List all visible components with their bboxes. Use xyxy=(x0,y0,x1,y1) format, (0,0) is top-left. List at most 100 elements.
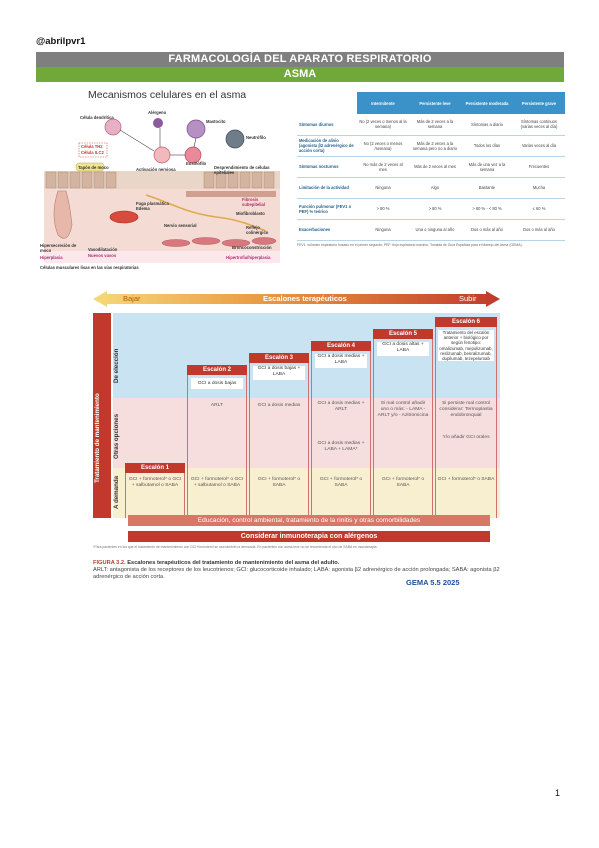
step-header: Escalón 2 xyxy=(187,365,247,375)
zone-label-other: Otras opciones xyxy=(113,413,120,459)
label-mucus-hyper: Hipersecreción de moco xyxy=(40,243,77,253)
step-choice-cell: GCI a dosis altas + LABA xyxy=(377,342,429,356)
table-cell: Ninguna xyxy=(357,177,409,199)
step-demand-cell: GCI + formoterol* o GCI + salbutamol o S… xyxy=(190,477,244,488)
table-row: Limitación de la actividad Ninguna Algo … xyxy=(297,177,565,199)
label-bronchoconstriction: Broncoconstricción xyxy=(232,245,272,250)
step-choice-cell: Tratamiento del escalón anterior + bioló… xyxy=(438,330,494,362)
step-other-cell: GCI a dosis medias xyxy=(257,403,301,408)
label-fibrosis: Fibrosis subepitelial xyxy=(242,197,266,207)
label-th2: Célula TH2 xyxy=(81,144,103,149)
asthma-severity-table: Intermitente Persistente leve Persistent… xyxy=(297,92,565,272)
mechanisms-illustration xyxy=(44,118,280,263)
figure-caption: FIGURA 3.2. Escalones terapéuticos del t… xyxy=(93,560,500,581)
label-sensory-nerve: Nervio sensorial xyxy=(164,223,197,228)
fibrosis-band xyxy=(186,191,276,197)
page-title-banner: FARMACOLOGÍA DEL APARATO RESPIRATORIO xyxy=(36,52,564,67)
arrow-label-high: Subir xyxy=(459,294,477,303)
table-cell: Frecuentes xyxy=(513,156,565,178)
table-cell: Más de una vez a la semana xyxy=(461,156,513,178)
label-epithelial: Desprendimiento de células epiteliales xyxy=(214,165,270,175)
mechanisms-title: Mecanismos celulares en el asma xyxy=(88,89,247,101)
table-cell: Mucha xyxy=(513,177,565,199)
label-cholinergic: Reflejo colinérgico xyxy=(246,225,269,235)
step-choice-cell: GCI a dosis bajas xyxy=(191,378,243,389)
arrow-label-low: Bajar xyxy=(123,294,141,303)
table-cell: Dos o más al año xyxy=(513,219,565,241)
table-cell: No (2 veces o menos al la semana) xyxy=(357,114,409,136)
step-column xyxy=(187,375,247,518)
figure-title: Escalones terapéuticos del tratamiento d… xyxy=(127,560,340,566)
asthma-mechanisms-figure: Mecanismos celulares en el asma Alérgeno… xyxy=(36,85,288,275)
table-cell: > 80 % xyxy=(409,198,461,220)
step-column xyxy=(435,327,497,518)
severity-header: Intermitente xyxy=(357,92,409,114)
steps-footnote: *Para pacientes en los que el tratamient… xyxy=(93,545,378,549)
neutrophil-shape xyxy=(225,129,245,149)
row-label: Síntomas diurnos xyxy=(297,114,357,136)
table-cell: Todos los días xyxy=(461,135,513,157)
gland-shape xyxy=(53,190,73,239)
step-column xyxy=(249,363,309,518)
row-label: Función pulmonar (FEV1 o PEF) % teórico xyxy=(297,198,357,220)
step-choice-cell: GCI a dosis bajas + LABA xyxy=(253,366,305,380)
table-cell: Ninguna xyxy=(357,219,409,241)
table-row: Síntomas nocturnos No más de 2 veces al … xyxy=(297,156,565,178)
step-header: Escalón 4 xyxy=(311,341,371,351)
row-label: Exacerbaciones xyxy=(297,219,357,241)
step-other-cell: ARLT xyxy=(210,403,224,408)
label-myofibroblast: Miofibroblasto xyxy=(236,211,265,216)
vessel-shape xyxy=(109,210,139,224)
row-label: Medicación de alivio (agonista β2 adrené… xyxy=(297,135,357,157)
label-dendritic: Célula dendrítica xyxy=(80,115,114,120)
label-hyperplasia: Hiperplasia xyxy=(40,255,63,260)
table-cell: ≤ 60 % xyxy=(513,198,565,220)
label-neutrophil: Neutrófilo xyxy=(246,135,266,140)
allergen-shape xyxy=(153,118,163,128)
step-demand-cell: GCI + formoterol* o SABA xyxy=(257,477,301,488)
label-allergen: Alérgeno xyxy=(148,110,167,115)
table-row: Medicación de alivio (agonista β2 adrené… xyxy=(297,135,565,157)
source-label: GEMA 5.5 2025 xyxy=(406,578,460,587)
label-hypertrophy: Hipertrofia/hiperplasia xyxy=(226,255,271,260)
step-demand-cell: GCI + formoterol* o SABA xyxy=(319,477,363,488)
steps-arrow-shape xyxy=(93,291,500,307)
table-cell: Síntomas a diario xyxy=(461,114,513,136)
label-nerve-activation: Activación nerviosa xyxy=(136,167,176,172)
table-cell: Una o ninguna al año xyxy=(409,219,461,241)
zone-label-choice: De elección xyxy=(113,348,120,383)
table-cell: Bastante xyxy=(461,177,513,199)
label-new-vessels: Nuevos vasos xyxy=(88,253,117,258)
step-other-cell-2: Y/o añadir GCI orales xyxy=(442,435,490,440)
table-cell: Síntomas continuos (varias veces al día) xyxy=(513,114,565,136)
table-cell: > 80 % xyxy=(357,198,409,220)
row-label: Limitación de la actividad xyxy=(297,177,357,199)
dendritic-cell-shape xyxy=(104,118,122,136)
th2-cell-shape xyxy=(153,146,171,164)
row-label: Síntomas nocturnos xyxy=(297,156,357,178)
mucus-plug-shape xyxy=(75,162,105,172)
step-choice-cell: GCI a dosis medias + LABA xyxy=(315,354,367,368)
table-row: Síntomas diurnos No (2 veces o menos al … xyxy=(297,114,565,136)
table-cell: > 60 % - < 80 % xyxy=(461,198,513,220)
severity-header-row: Intermitente Persistente leve Persistent… xyxy=(297,92,565,114)
table-cell: No más de 2 veces al mes xyxy=(357,156,409,178)
table-cell: Más de 2 veces al mes xyxy=(409,156,461,178)
severity-header: Persistente moderada xyxy=(461,92,513,114)
label-mast: Mastocito xyxy=(206,119,226,124)
severity-footnote: FEV1: volumen espiratorio forzado en el … xyxy=(297,242,523,247)
table-cell: Varias veces al día xyxy=(513,135,565,157)
mast-cell-shape xyxy=(186,119,206,139)
label-vasodilation: Vasodilatación xyxy=(88,247,118,252)
step-column xyxy=(125,473,185,518)
table-row: Exacerbaciones Ninguna Una o ninguna al … xyxy=(297,219,565,241)
step-other-cell: Si mal control añadir uno o más: - LAMA … xyxy=(377,401,429,418)
label-eosinophil: Eosinófilo xyxy=(186,161,207,166)
step-header: Escalón 5 xyxy=(373,329,433,339)
label-mucus-plug: Tapón de moco xyxy=(78,165,109,170)
step-column xyxy=(373,339,433,518)
maintenance-band: Tratamiento de mantenimiento xyxy=(93,313,111,518)
table-cell: Algo xyxy=(409,177,461,199)
table-cell: Más de 2 veces a la semana xyxy=(409,114,461,136)
step-column xyxy=(311,351,371,518)
